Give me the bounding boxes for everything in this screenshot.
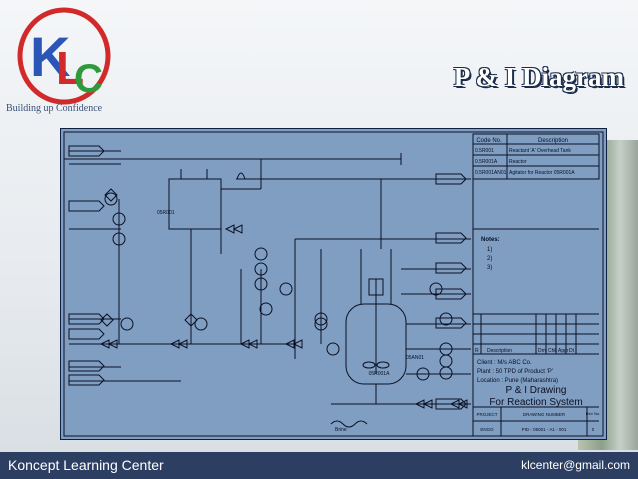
- agitator-label: 05AN01: [406, 355, 424, 361]
- location-line: Location : Pune (Maharashtra): [477, 378, 558, 384]
- plant-line: Plant : 50 TPD of Product 'P': [477, 369, 553, 375]
- drawing-title-line-2: For Reaction System: [489, 397, 582, 408]
- legend-col-description: Description: [538, 138, 568, 144]
- note-3: 3): [487, 265, 492, 271]
- legend-desc-1: Reactant 'A' Overhead Tank: [509, 148, 571, 154]
- svg-text:C: C: [74, 57, 103, 101]
- note-2: 2): [487, 256, 492, 262]
- svg-text:K: K: [30, 25, 70, 88]
- footer-company-name: Koncept Learning Center: [8, 457, 164, 473]
- page-title: P & I Diagram: [453, 62, 624, 92]
- footer-banner: Koncept Learning Center klcenter@gmail.c…: [0, 452, 638, 479]
- klc-logo: K L C: [17, 7, 111, 105]
- logo-tagline: Building up Confidence: [6, 103, 103, 114]
- rev-col-description: Description: [487, 348, 512, 354]
- notes-label: Notes:: [481, 237, 500, 243]
- rev-col-r: R: [475, 348, 479, 354]
- reactor-label: 05R001A: [369, 371, 391, 377]
- brine-label: Brine: [335, 427, 347, 433]
- project-value: ENGG: [480, 427, 494, 432]
- rev-col-dt: Dt: [569, 348, 575, 354]
- note-1: 1): [487, 247, 492, 253]
- drawing-number-value: PID - 05001 - A1 - 001: [522, 427, 567, 432]
- drawing-number-label: DRAWING NUMBER: [523, 412, 566, 417]
- rev-value: 0: [592, 427, 595, 432]
- svg-text:L: L: [56, 42, 84, 94]
- legend-code-3: 0.5R001AN01: [475, 170, 507, 176]
- client-line: Client : M/s ABC Co.: [477, 360, 532, 366]
- pid-diagram: Code No. Description 0.5R001 Reactant 'A…: [63, 131, 604, 437]
- legend-code-2: 0.5R001A: [475, 159, 498, 165]
- project-label: PROJECT: [476, 412, 497, 417]
- pid-drawing-panel: Code No. Description 0.5R001 Reactant 'A…: [60, 128, 607, 440]
- rev-col-drn: Drn: [538, 348, 546, 354]
- vessel-label: 05R001: [157, 210, 175, 216]
- legend-desc-2: Reactor: [509, 159, 527, 165]
- footer-email: klcenter@gmail.com: [521, 458, 630, 472]
- drawing-title-line-1: P & I Drawing: [506, 385, 567, 396]
- rev-label: Rev No.: [586, 411, 600, 416]
- legend-col-code: Code No.: [476, 138, 502, 144]
- rev-col-appr: Appr: [558, 348, 569, 354]
- legend-desc-3: Agitator for Reactor 05R001A: [509, 170, 575, 176]
- rev-col-chk: Chk: [548, 348, 557, 354]
- legend-code-1: 0.5R001: [475, 148, 494, 154]
